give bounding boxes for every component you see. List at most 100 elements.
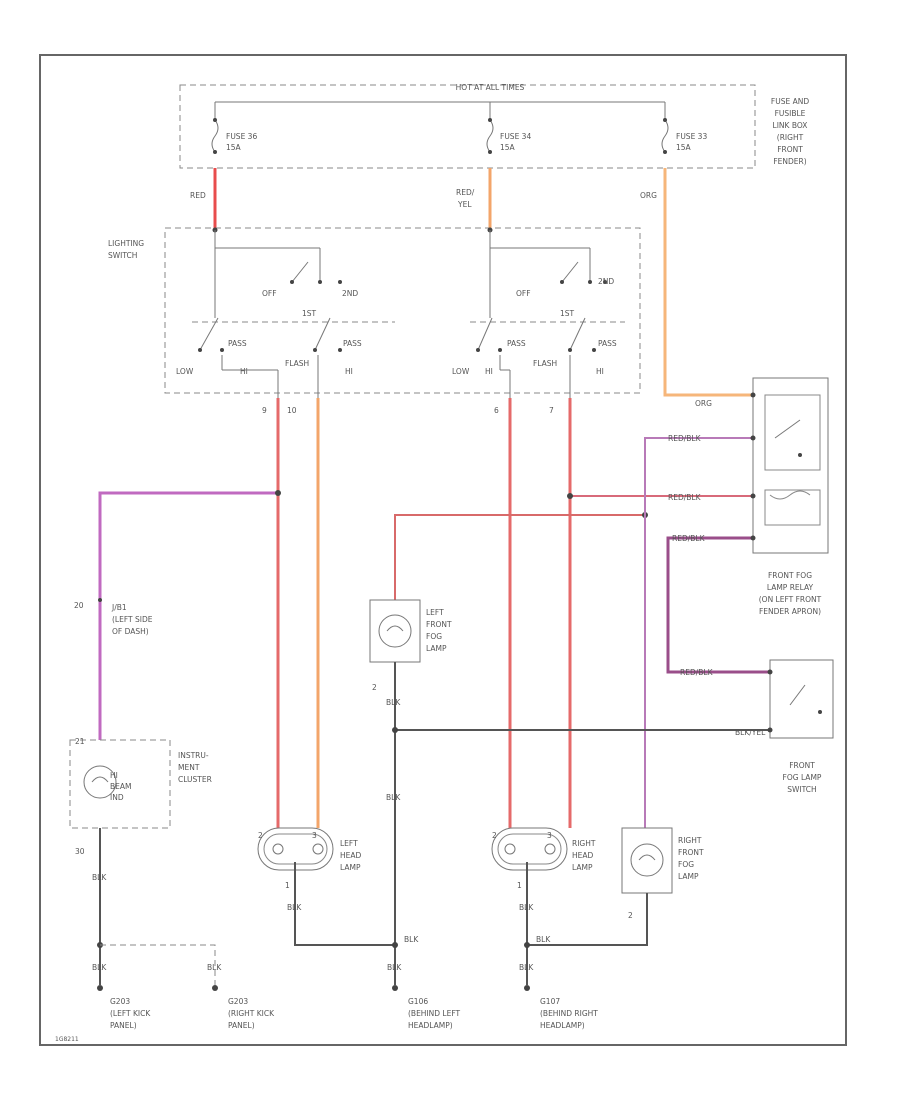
svg-text:G106: G106	[408, 997, 428, 1006]
left-fog-lamp-pin: 2	[372, 683, 377, 692]
cluster-pin-30: 30	[75, 847, 85, 856]
wire-red-yel-label-1: RED/	[456, 188, 475, 197]
switch-pass-label-left-1: PASS	[228, 339, 247, 348]
svg-text:LINK BOX: LINK BOX	[773, 121, 808, 130]
wire-blk-label-left-fog: BLK	[386, 698, 401, 707]
right-headlamp-pin-3: 3	[547, 831, 552, 840]
switch-flash-label-left: FLASH	[285, 359, 309, 368]
fuse-33-rating: 15A	[676, 143, 692, 152]
wire-blk-label-cluster: BLK	[92, 873, 107, 882]
fuse-box-label: FUSE AND FUSIBLE LINK BOX (RIGHT FRONT F…	[771, 97, 809, 166]
right-headlamp-pin-1: 1	[517, 881, 522, 890]
svg-text:HEADLAMP): HEADLAMP)	[540, 1021, 585, 1030]
svg-text:FENDER): FENDER)	[773, 157, 806, 166]
fuse-34-name: FUSE 34	[500, 132, 531, 141]
left-headlamp-pin-3: 3	[312, 831, 317, 840]
left-headlamp-label-1: LEFT	[340, 839, 358, 848]
svg-text:BLK: BLK	[207, 963, 222, 972]
fuse-36-rating: 15A	[226, 143, 242, 152]
left-fog-lamp-label-4: LAMP	[426, 644, 447, 653]
svg-text:BLK: BLK	[519, 963, 534, 972]
switch-flash-label-right: FLASH	[533, 359, 557, 368]
ground-g203-left: BLK G203 (LEFT KICK PANEL)	[92, 963, 151, 1030]
fuse-33: FUSE 33 15A	[661, 102, 707, 154]
fuse-33-name: FUSE 33	[676, 132, 707, 141]
switch-pin-6: 6	[494, 406, 499, 415]
ground-g203-right: BLK G203 (RIGHT KICK PANEL)	[207, 963, 275, 1030]
right-fog-lamp-label-3: FOG	[678, 860, 694, 869]
right-fog-lamp-label-1: RIGHT	[678, 836, 702, 845]
left-headlamp-pin-2: 2	[258, 831, 263, 840]
fuse-36: FUSE 36 15A	[211, 102, 257, 154]
switch-hi-label-left-2: HI	[345, 367, 353, 376]
switch-2nd-label-right: 2ND	[598, 277, 614, 286]
diagram-border	[39, 54, 847, 1046]
switch-1st-label-right: 1ST	[560, 309, 575, 318]
switch-off-label-right: OFF	[516, 289, 531, 298]
right-fog-lamp-label-4: LAMP	[678, 872, 699, 881]
fog-relay-label-4: FENDER APRON)	[759, 607, 821, 616]
switch-hi-label-left-1: HI	[240, 367, 248, 376]
svg-text:20: 20	[74, 601, 84, 610]
left-headlamp-label-3: LAMP	[340, 863, 361, 872]
ground-g106: BLK G106 (BEHIND LEFT HEADLAMP)	[387, 963, 461, 1030]
wire-red-label: RED	[190, 191, 206, 200]
svg-text:PANEL): PANEL)	[110, 1021, 137, 1030]
switch-pin-9: 9	[262, 406, 267, 415]
svg-text:FUSE AND: FUSE AND	[771, 97, 809, 106]
wire-red-blk-label-2: RED/BLK	[668, 434, 702, 443]
fog-switch-label-1: FRONT	[789, 761, 815, 770]
right-fog-lamp-label-2: FRONT	[678, 848, 704, 857]
right-head-lamp: 2 3 1 RIGHT HEAD LAMP	[491, 827, 596, 890]
left-headlamp-pin-1: 1	[285, 881, 290, 890]
cluster-pin-21: 21	[75, 737, 85, 746]
svg-text:G203: G203	[110, 997, 130, 1006]
switch-low-label-right: LOW	[452, 367, 470, 376]
wire-red-blk-left-fog	[394, 514, 645, 600]
cluster-label-3: CLUSTER	[178, 775, 212, 784]
svg-text:OF DASH): OF DASH)	[112, 627, 149, 636]
fog-relay-label-2: LAMP RELAY	[767, 583, 814, 592]
right-headlamp-label-1: RIGHT	[572, 839, 596, 848]
right-headlamp-label-2: HEAD	[572, 851, 594, 860]
left-fog-lamp-label-1: LEFT	[426, 608, 444, 617]
left-headlamp-label-2: HEAD	[340, 851, 362, 860]
svg-text:G107: G107	[540, 997, 560, 1006]
front-fog-lamp-relay: FRONT FOG LAMP RELAY (ON LEFT FRONT FEND…	[750, 377, 829, 616]
wire-hi-beam-indicator	[98, 491, 278, 740]
svg-text:FUSIBLE: FUSIBLE	[775, 109, 806, 118]
switch-off-label-left: OFF	[262, 289, 277, 298]
right-front-fog-lamp: RIGHT FRONT FOG LAMP 2	[621, 827, 704, 920]
supply-label: HOT AT ALL TIMES	[456, 83, 525, 92]
svg-text:HI: HI	[110, 771, 118, 780]
switch-2nd-label-left: 2ND	[342, 289, 358, 298]
wire-org-fuse33	[663, 168, 753, 397]
wire-blk-left-headlamp-ground	[294, 862, 395, 946]
svg-text:PANEL): PANEL)	[228, 1021, 255, 1030]
svg-text:(RIGHT KICK: (RIGHT KICK	[228, 1009, 275, 1018]
svg-text:IND: IND	[110, 793, 124, 802]
switch-pin-10: 10	[287, 406, 297, 415]
switch-hi-label-right-1: HI	[485, 367, 493, 376]
footer-code: 1G8211	[55, 1036, 79, 1043]
switch-hi-label-right-2: HI	[596, 367, 604, 376]
wire-red-yel-label-2: YEL	[457, 200, 472, 209]
wire-blk-yel-label: BLK/YEL	[735, 728, 766, 737]
svg-text:BEAM: BEAM	[110, 782, 132, 791]
hi-beam-indicator-bulb	[83, 765, 117, 799]
wire-org-label-horizontal: ORG	[695, 399, 712, 408]
wire-red-blk-label-4: RED/BLK	[680, 668, 714, 677]
fog-switch-label-2: FOG LAMP	[783, 773, 822, 782]
svg-text:FRONT: FRONT	[777, 145, 803, 154]
switch-pass-label-right-2: PASS	[598, 339, 617, 348]
fog-switch-label-3: SWITCH	[787, 785, 816, 794]
wire-relay-to-fog-switch	[666, 536, 770, 674]
svg-text:(RIGHT: (RIGHT	[777, 133, 804, 142]
lighting-switch-label-1: LIGHTING	[108, 239, 144, 248]
svg-text:J/B1: J/B1	[111, 603, 127, 612]
wire-org-label-vertical: ORG	[640, 191, 657, 200]
left-fog-lamp-label-3: FOG	[426, 632, 442, 641]
svg-text:HEADLAMP): HEADLAMP)	[408, 1021, 453, 1030]
wire-blk-label-left-mid: BLK	[386, 793, 401, 802]
